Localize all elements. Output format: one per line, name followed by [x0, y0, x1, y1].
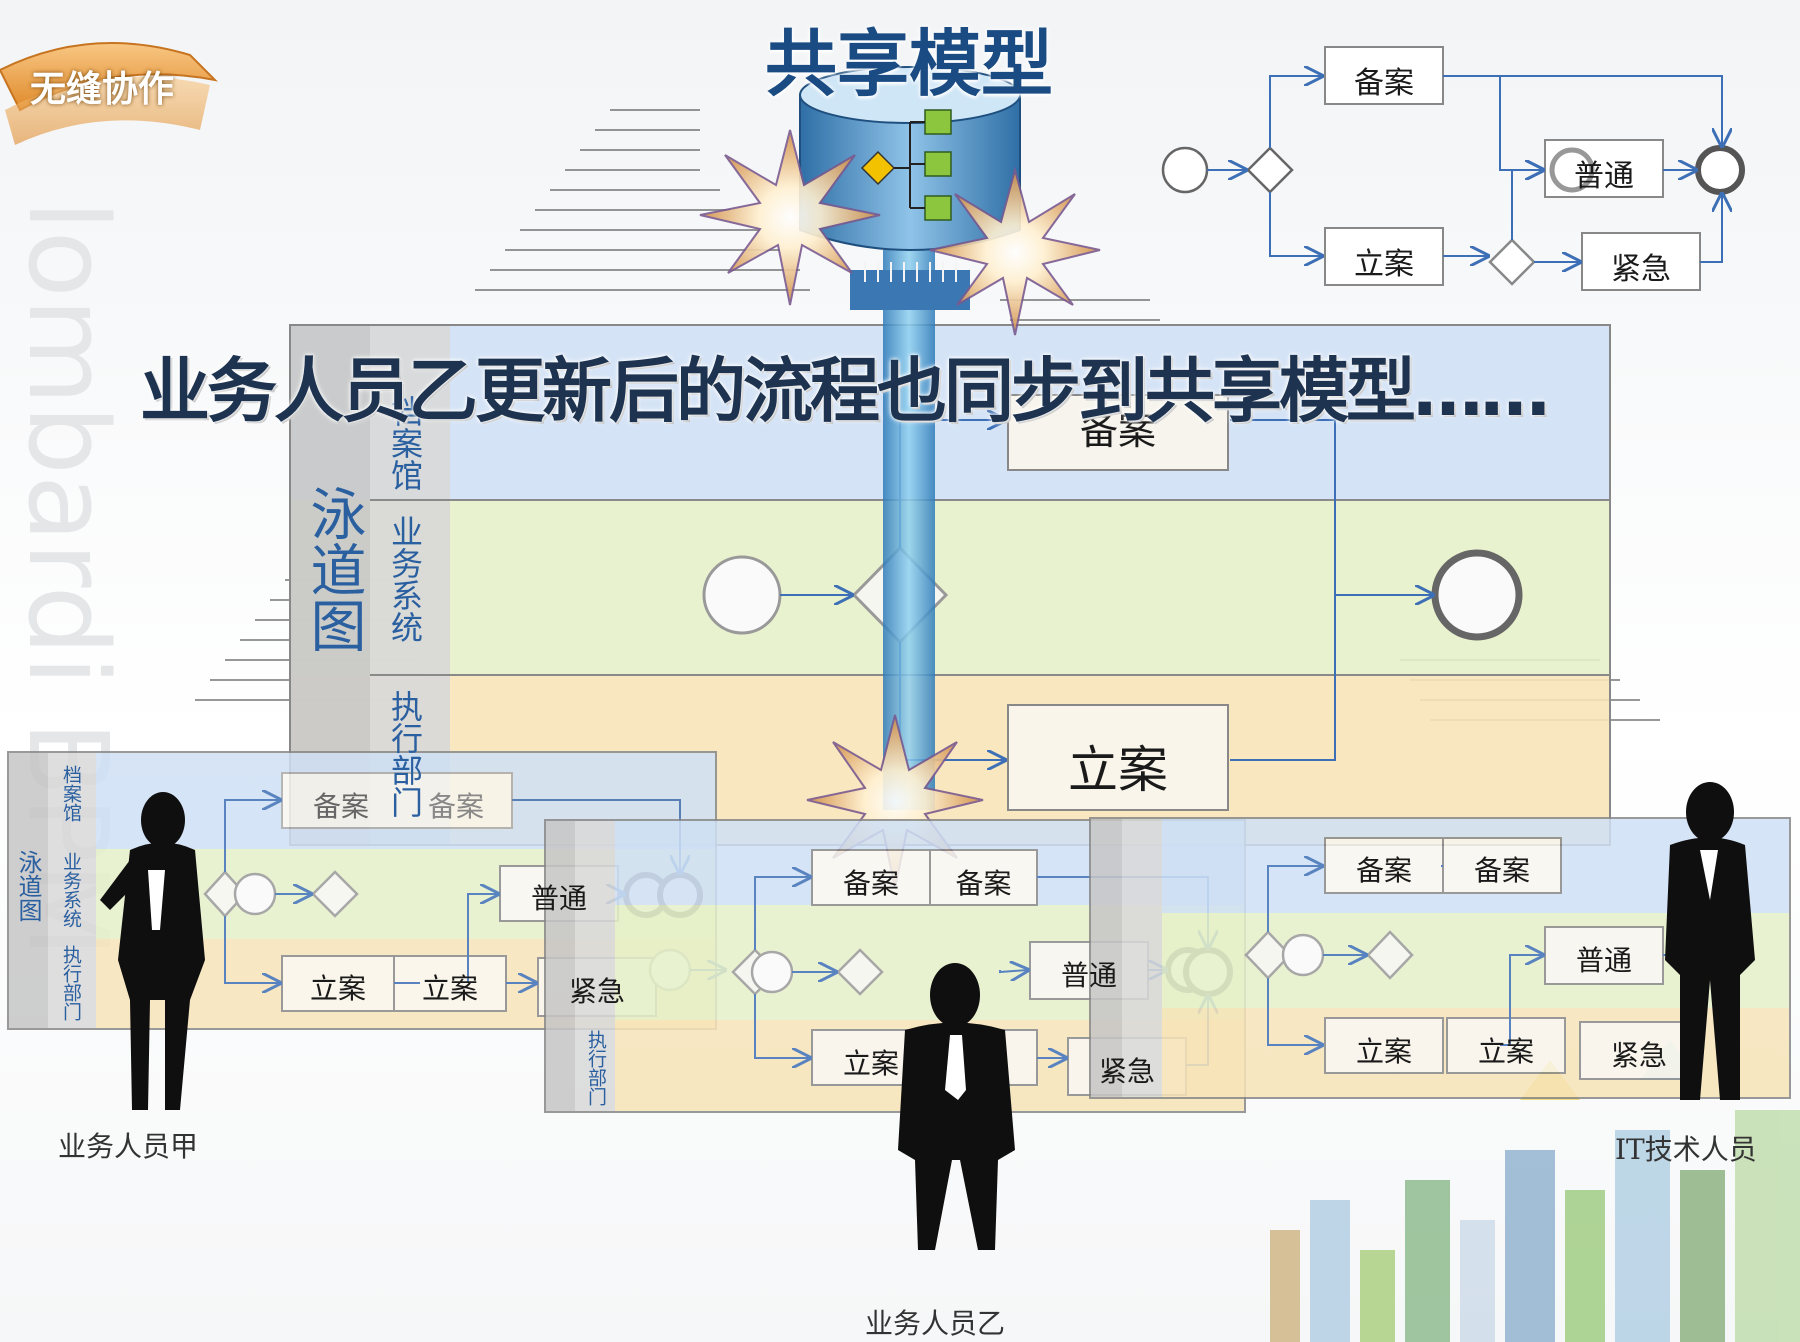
main-node-archive-label: 备案 — [1079, 409, 1156, 453]
start-event — [702, 555, 782, 635]
middle-archive2-label: 备案 — [955, 867, 1012, 900]
node-file — [1007, 704, 1229, 811]
left-archive2-label: 备案 — [427, 790, 484, 823]
main-swimlane-title: 泳道图 — [301, 485, 366, 653]
left-archive1-label: 备案 — [312, 790, 369, 823]
right-urgent-label: 紧急 — [1610, 1039, 1667, 1072]
middle-urgent-label: 紧急 — [1098, 1055, 1155, 1088]
left-lane-label-exec: 执行部门 — [60, 945, 82, 1021]
end-event — [1431, 549, 1523, 641]
badge — [0, 42, 219, 145]
starburst-1 — [699, 129, 881, 306]
top-flow-urgent-label: 紧急 — [1611, 252, 1671, 287]
person-b-silhouette — [898, 963, 1015, 1250]
middle-file-label: 立案 — [842, 1047, 899, 1080]
person-a-label: 业务人员甲 — [58, 1130, 199, 1163]
right-file1-label: 立案 — [1355, 1035, 1412, 1068]
city-skyline — [1270, 1040, 1800, 1342]
it-person-label: IT技术人员 — [1615, 1133, 1757, 1166]
main-lane-label-archive: 档案馆 — [386, 395, 424, 491]
left-file2-label: 立案 — [421, 972, 478, 1005]
right-normal-label: 普通 — [1575, 944, 1632, 977]
left-lane-label-archive: 档案馆 — [60, 765, 82, 822]
badge-label: 无缝协作 — [30, 69, 175, 110]
left-lane-label-system: 业务系统 — [60, 852, 82, 928]
main-lane-label-system: 业务系统 — [386, 515, 424, 643]
main-lane-label-exec: 执行部门 — [386, 690, 424, 818]
middle-archive1-label: 备案 — [842, 867, 899, 900]
main-node-file-label: 立案 — [1068, 741, 1168, 799]
lane-system-bg — [290, 500, 1610, 675]
top-right-flow — [1161, 46, 1745, 291]
right-file2-label: 立案 — [1477, 1035, 1534, 1068]
right-archive2-label: 备案 — [1473, 854, 1530, 887]
starburst-2 — [929, 166, 1101, 336]
sync-caption: 业务人员乙更新后的流程也同步到共享模型…… — [140, 350, 1550, 432]
person-a-silhouette — [100, 792, 205, 1110]
right-archive1-label: 备案 — [1355, 854, 1412, 887]
left-file1-label: 立案 — [309, 972, 366, 1005]
left-normal-label: 普通 — [530, 882, 587, 915]
it-person-silhouette — [1665, 782, 1755, 1100]
lane-archive-bg — [290, 325, 1610, 500]
left-swimlane-title: 泳道图 — [14, 850, 42, 922]
middle-normal-label: 普通 — [1060, 959, 1117, 992]
top-flow-archive-label: 备案 — [1354, 66, 1414, 101]
shared-model-title: 共享模型 — [765, 22, 1054, 106]
top-flow-file-label: 立案 — [1354, 247, 1414, 282]
top-flow-normal-label: 普通 — [1574, 159, 1634, 194]
person-b-label: 业务人员乙 — [865, 1307, 1006, 1340]
left-urgent-label: 紧急 — [568, 975, 625, 1008]
middle-lane-label-exec: 执行部门 — [585, 1030, 607, 1106]
node-archive — [1007, 394, 1229, 471]
